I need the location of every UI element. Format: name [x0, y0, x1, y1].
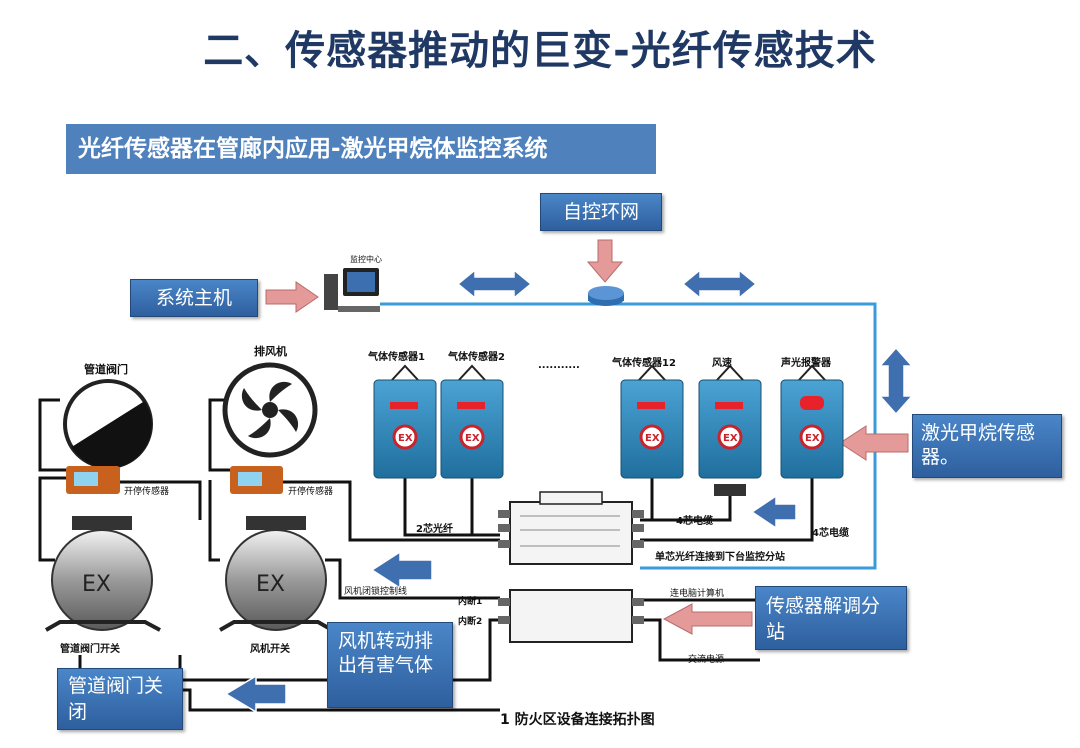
stop-sensor-label-2: 开停传感器 — [288, 485, 333, 497]
pink-arrow-laser — [839, 425, 909, 461]
valve-switch-tank — [45, 516, 161, 632]
stop-sensor-label-1: 开停传感器 — [124, 485, 169, 497]
pink-arrow-host — [265, 281, 319, 313]
fiber2-label: 2芯光纤 — [416, 522, 453, 535]
to-pc-label: 连电脑计算机 — [670, 587, 724, 599]
ac-power-label: 交流电源 — [688, 653, 724, 665]
valve-switch-label: 管道阀门开关 — [60, 642, 120, 655]
ex-gas1: EX — [398, 433, 413, 444]
valve-dial — [63, 379, 153, 494]
control-box — [498, 491, 644, 643]
network-switch — [588, 286, 624, 306]
monitor-center-label: 监控中心 — [350, 254, 382, 264]
double-arrow-left — [456, 268, 533, 300]
fan-label: 排风机 — [254, 344, 287, 358]
pink-arrow-demod — [662, 603, 753, 635]
ring-network-callout: 自控环网 — [540, 193, 662, 231]
tank-ex-left: EX — [82, 572, 111, 597]
break1-label: 内断1 — [458, 595, 482, 607]
gas1-label: 气体传感器1 — [367, 350, 425, 363]
dots-label: ........... — [538, 360, 580, 371]
section-subtitle: 光纤传感器在管廊内应用-激光甲烷体监控系统 — [66, 124, 656, 174]
blue-arrow-cable — [750, 494, 797, 530]
alarm-label: 声光报警器 — [780, 356, 832, 369]
gas12-label: 气体传感器12 — [611, 356, 676, 369]
ex-gas12: EX — [645, 433, 660, 444]
valve-close-callout: 管道阀门关闭 — [57, 668, 183, 730]
break2-label: 内断2 — [458, 615, 482, 627]
fan-switch-tank — [219, 516, 333, 632]
cable4a-label: 4芯电缆 — [676, 514, 713, 527]
gas-sensor-2 — [440, 364, 504, 479]
gas-sensor-12 — [620, 364, 684, 479]
fan-exhaust-callout: 风机转动排出有害气体 — [327, 622, 453, 708]
gas-sensor-1 — [373, 364, 437, 479]
host-callout: 系统主机 — [130, 279, 258, 317]
demod-station-callout: 传感器解调分站 — [755, 586, 907, 650]
ex-gas2: EX — [465, 433, 480, 444]
fan-lock-label: 风机闭锁控制线 — [344, 585, 407, 597]
wind-label: 风速 — [712, 356, 732, 369]
single-fiber-label: 单芯光纤连接到下台监控分站 — [655, 550, 785, 563]
double-arrow-vertical — [878, 346, 914, 416]
laser-sensor-callout: 激光甲烷传感器。 — [912, 414, 1062, 478]
alarm-sensor — [780, 364, 844, 479]
monitor-computer — [324, 268, 380, 312]
fan-dial — [222, 362, 318, 494]
gas2-label: 气体传感器2 — [447, 350, 505, 363]
fan-switch-label: 风机开关 — [250, 642, 290, 655]
valve-label: 管道阀门 — [84, 362, 128, 376]
blue-arrow-valve — [224, 674, 287, 714]
cable4b-label: 4芯电缆 — [812, 526, 849, 539]
ex-wind: EX — [723, 433, 738, 444]
wind-sensor — [698, 364, 762, 496]
pink-arrow-down — [586, 239, 624, 283]
page-title: 二、传感器推动的巨变-光纤传感技术 — [203, 28, 877, 74]
blue-arrow-fan-box — [370, 550, 433, 590]
tank-ex-right: EX — [256, 572, 285, 597]
ex-alarm: EX — [805, 433, 820, 444]
caption: 1 防火区设备连接拓扑图 — [500, 711, 655, 728]
double-arrow-right — [681, 268, 758, 300]
